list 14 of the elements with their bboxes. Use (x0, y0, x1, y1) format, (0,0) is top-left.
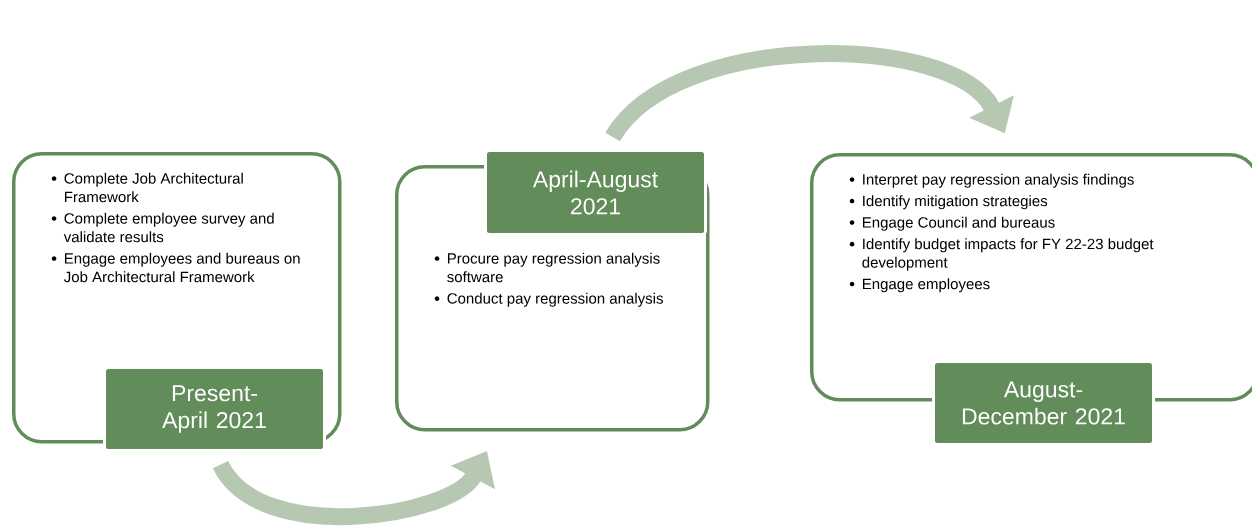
date-label: April-August 2021 (484, 149, 707, 236)
curved-arrow (605, 45, 1014, 143)
date-label: August- December 2021 (932, 360, 1155, 446)
bullet-item: Interpret pay regression analysis findings (849, 173, 1134, 188)
bullet-item: Engage Council and bureaus (849, 216, 1055, 231)
bullet-item: Complete Job Architectural Framework (51, 172, 243, 203)
bullet-item: Engage employees and bureaus on Job Architectural Framework (51, 252, 300, 283)
bullet-item: Engage employees (849, 278, 990, 293)
bullet-item: Conduct pay regression analysis (434, 292, 663, 307)
bullet-item: Identify mitigation strategies (849, 195, 1048, 210)
bullet-item: Procure pay regression analysis software (434, 252, 660, 283)
bullet-item: Identify budget impacts for FY 22-23 budget development (849, 238, 1154, 271)
date-label: Present-April 2021 (103, 366, 326, 452)
bullet-item: Complete employee survey and validate results (51, 212, 274, 243)
